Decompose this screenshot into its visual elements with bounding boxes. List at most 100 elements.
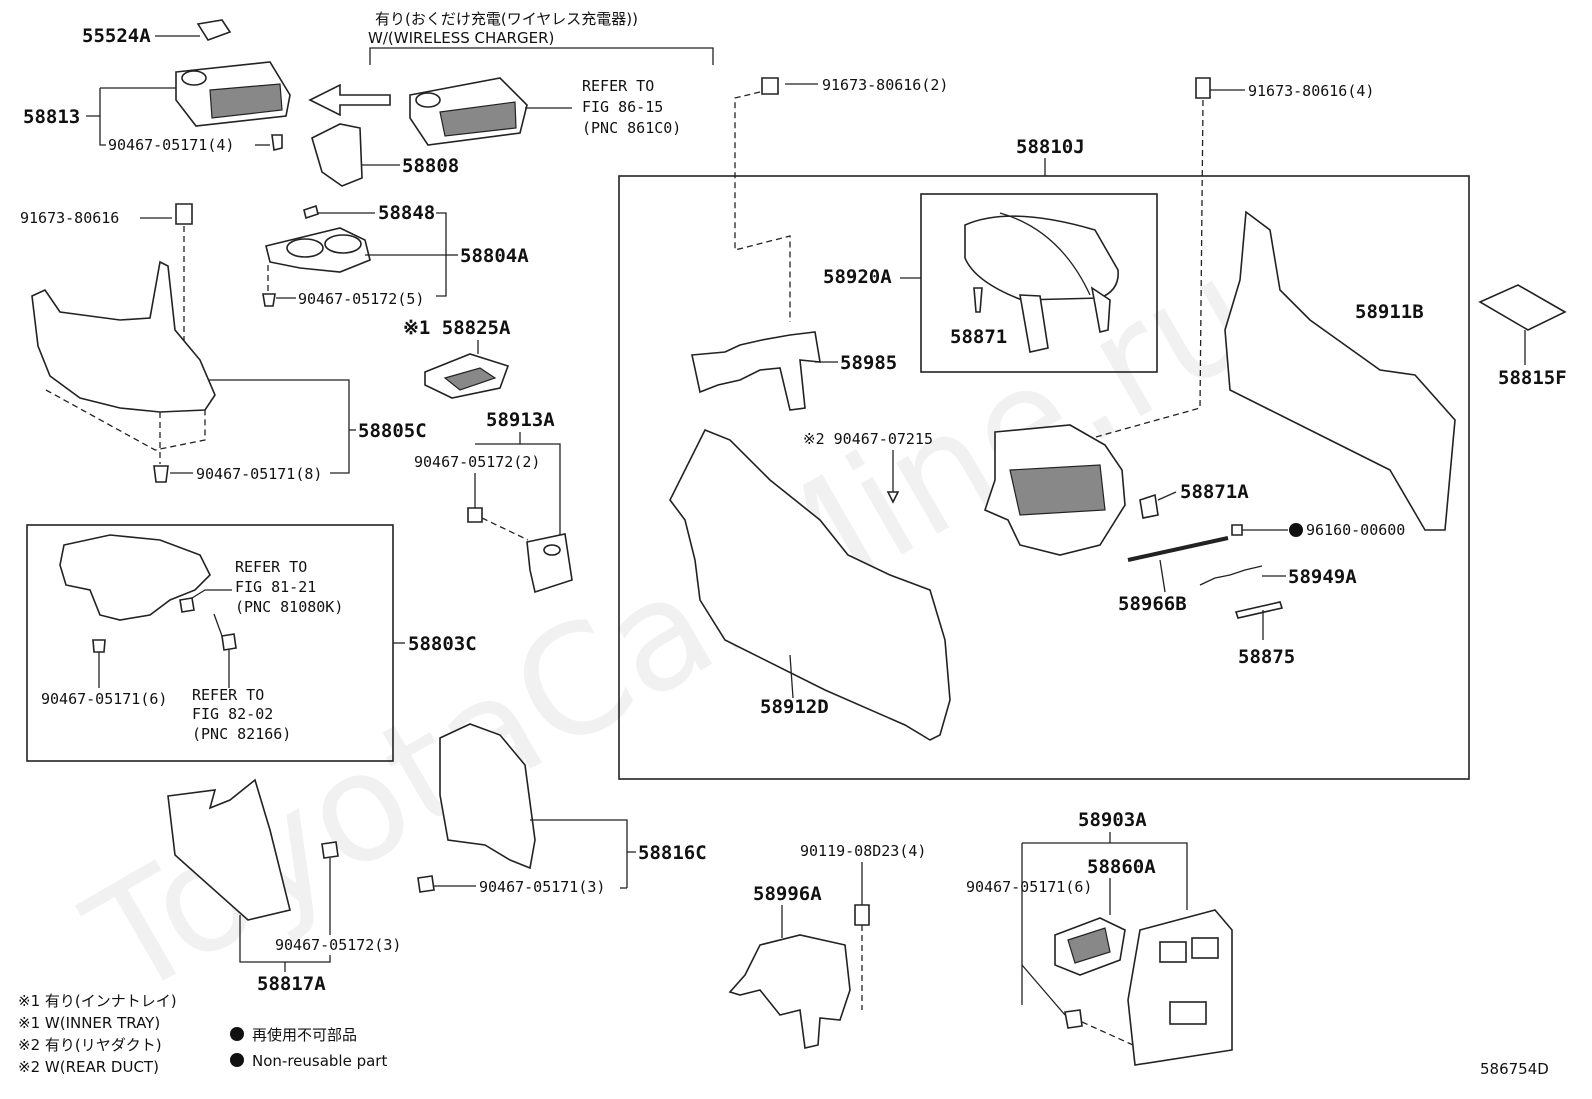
tray-grid-icon	[443, 367, 497, 391]
connector-icon	[179, 597, 195, 613]
label-58860A: 58860A	[1087, 856, 1156, 878]
cup-icon-2	[324, 234, 362, 254]
part-58805C-panel-icon	[31, 260, 216, 413]
panel-slot-icon	[1159, 941, 1187, 963]
legend-line-2: ※1 W(INNER TRAY)	[18, 1014, 160, 1032]
bolt-icon-4	[854, 904, 870, 926]
part-58871A-icon	[1139, 493, 1159, 519]
sub-box-58920A	[920, 193, 1158, 373]
vent-grid-icon	[1067, 927, 1111, 964]
label-90467-05171-6b: 90467-05171(6)	[966, 878, 1092, 896]
part-55524A-icon	[196, 19, 232, 41]
part-58875-icon	[1234, 601, 1284, 619]
part-58848-icon	[303, 204, 319, 220]
clip-icon-5	[262, 293, 276, 307]
part-58808-icon	[311, 123, 363, 187]
label-91673-80616-2: 91673-80616(2)	[822, 76, 948, 94]
connector-icon-2	[221, 633, 237, 651]
label-refer81-3: (PNC 81080K)	[235, 598, 343, 616]
panel-socket-icon	[1169, 1001, 1207, 1025]
leader-58813	[86, 115, 106, 146]
charger-grid-icon	[439, 101, 517, 137]
legend-line-1: ※1 有り(インナトレイ)	[18, 992, 177, 1010]
label-refer81-1: REFER TO	[235, 558, 307, 576]
label-refer82-1: REFER TO	[192, 686, 264, 704]
part-58966B-rod-icon	[1127, 536, 1229, 562]
part-58803C-panel-icon	[59, 534, 211, 621]
part-96160-icon	[1231, 524, 1243, 536]
label-90467-05171-6a: 90467-05171(6)	[41, 690, 167, 708]
assembly-box-58810J	[618, 175, 1470, 780]
socket-icon	[543, 544, 561, 556]
label-58985: 58985	[840, 352, 897, 374]
label-90467-07215: ※2 90467-07215	[803, 430, 933, 448]
part-58949A-spring-icon	[1199, 565, 1263, 586]
pin-icon	[973, 287, 983, 313]
legend-line-4: ※2 W(REAR DUCT)	[18, 1058, 159, 1076]
clip-icon-3b	[417, 875, 435, 893]
bolt-icon	[761, 77, 779, 95]
label-58966B: 58966B	[1118, 593, 1187, 615]
clip-icon-2b	[467, 507, 483, 523]
label-91673-80616: 91673-80616	[20, 209, 119, 227]
panel-slot-icon-2	[1191, 937, 1219, 959]
header-note-en: W/(WIRELESS CHARGER)	[368, 29, 554, 47]
label-58913A: 58913A	[486, 409, 555, 431]
label-91673-80616-4: 91673-80616(4)	[1248, 82, 1374, 100]
label-55524A: 55524A	[82, 25, 151, 47]
clip-icon	[271, 134, 283, 151]
arrow-icon	[308, 83, 391, 117]
part-58813-grid-icon	[209, 83, 283, 119]
label-90467-05171-8: 90467-05171(8)	[196, 465, 322, 483]
non-reusable-dot-icon	[1289, 523, 1303, 537]
bolt-icon-2	[1195, 77, 1211, 99]
clip-icon-8	[153, 465, 169, 483]
label-58805C: 58805C	[358, 420, 427, 442]
charger-port-icon	[415, 92, 441, 108]
part-58996A-bracket-icon	[728, 934, 851, 1049]
label-90467-05171-3: 90467-05171(3)	[479, 878, 605, 896]
part-58816C-panel-icon	[439, 723, 536, 870]
label-58804A: 58804A	[460, 245, 529, 267]
label-58808: 58808	[402, 155, 459, 177]
label-58903A: 58903A	[1078, 809, 1147, 831]
clip-icon-3a	[321, 841, 339, 859]
label-90467-05171-4: 90467-05171(4)	[108, 136, 234, 154]
part-58817A-panel-icon	[167, 778, 291, 921]
legend-non-reusable-en: Non-reusable part	[252, 1052, 387, 1070]
header-note-jp: 有り(おくだけ充電(ワイヤレス充電器))	[375, 10, 638, 28]
port-icon	[181, 70, 207, 86]
part-58911B-panel-icon	[1224, 210, 1456, 531]
part-58985-icon	[691, 331, 821, 411]
label-refer86-1: REFER TO	[582, 77, 654, 95]
label-90467-05172-3: 90467-05172(3)	[275, 936, 401, 954]
clip-icon-07215	[886, 491, 900, 504]
label-58815F: 58815F	[1498, 367, 1567, 389]
label-58810J: 58810J	[1016, 136, 1085, 158]
label-58949A: 58949A	[1288, 566, 1357, 588]
legend-dot-icon-2	[230, 1053, 244, 1067]
cup-icon	[286, 238, 324, 258]
label-58803C: 58803C	[408, 633, 477, 655]
label-58871A: 58871A	[1180, 481, 1249, 503]
label-refer82-3: (PNC 82166)	[192, 725, 291, 743]
part-58815F-pad-icon	[1478, 284, 1567, 331]
label-58875: 58875	[1238, 646, 1295, 668]
label-90467-05172-5: 90467-05172(5)	[298, 290, 424, 308]
label-90467-05172-2: 90467-05172(2)	[414, 453, 540, 471]
clip-icon-6a	[92, 639, 106, 653]
part-58912D-panel-icon	[669, 428, 951, 741]
label-refer81-2: FIG 81-21	[235, 578, 316, 596]
label-58912D: 58912D	[760, 696, 829, 718]
legend-non-reusable-jp: 再使用不可部品	[252, 1026, 357, 1044]
console-box-detail-icon	[1009, 464, 1106, 516]
figure-id: 586754D	[1480, 1060, 1549, 1078]
header-bracket	[369, 47, 714, 65]
label-refer86-3: (PNC 861C0)	[582, 119, 681, 137]
bolt-icon-3	[175, 203, 193, 225]
part-58913A-icon	[526, 533, 573, 594]
label-58816C: 58816C	[638, 842, 707, 864]
legend-dot-icon	[230, 1027, 244, 1041]
